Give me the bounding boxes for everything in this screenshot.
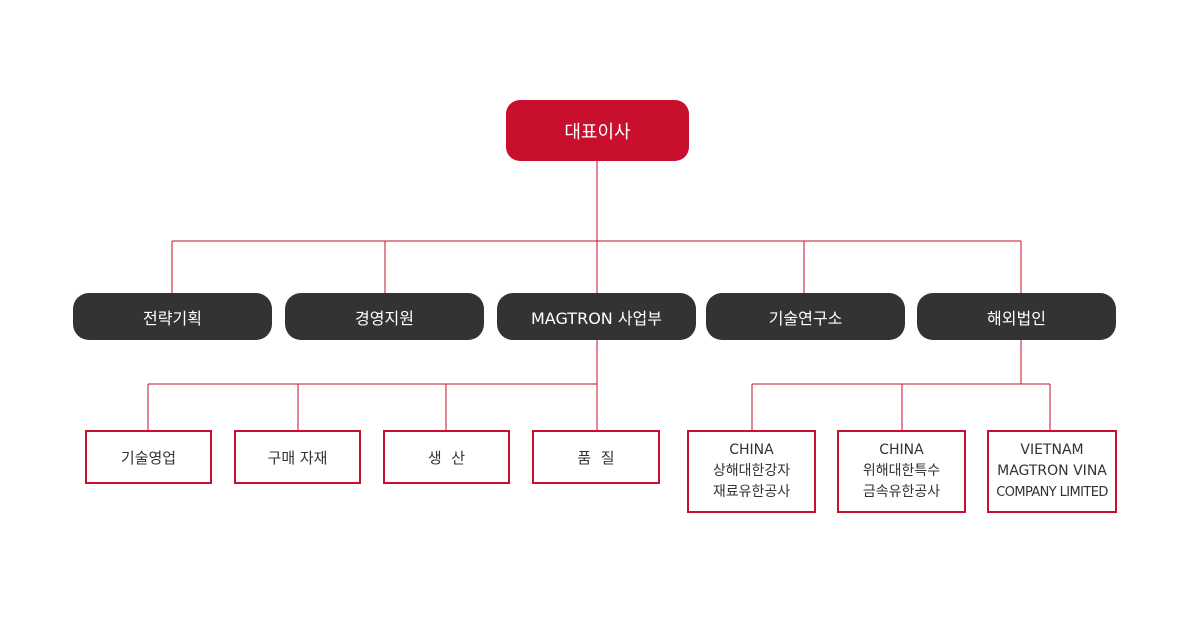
entity-line: 금속유한공사 [862, 484, 941, 500]
dept-label: MAGTRON 사업부 [531, 308, 662, 328]
entity-line: MAGTRON VINA [997, 463, 1107, 479]
entity-line: VIETNAM [1020, 442, 1084, 458]
dept-overseas-subsidiaries: 해외법인 [917, 293, 1116, 340]
entity-line: COMPANY LIMITED [996, 485, 1108, 500]
unit-label: 생 산 [427, 448, 466, 467]
unit-technical-sales: 기술영업 [85, 430, 212, 484]
overseas-china-shanghai: CHINA 상해대한강자 재료유한공사 [687, 430, 816, 513]
entity-line: CHINA [729, 442, 774, 458]
ceo-label: 대표이사 [564, 121, 631, 143]
entity-line: 재료유한공사 [712, 484, 791, 500]
entity-line: CHINA [879, 442, 924, 458]
overseas-china-weihai: CHINA 위해대한특수 금속유한공사 [837, 430, 966, 513]
overseas-vietnam-magtron-vina: VIETNAM MAGTRON VINA COMPANY LIMITED [987, 430, 1117, 513]
dept-label: 경영지원 [355, 308, 414, 328]
entity-line: 상해대한강자 [712, 463, 791, 479]
dept-label: 전략기획 [143, 308, 202, 328]
dept-research-institute: 기술연구소 [706, 293, 905, 340]
entity-line: 위해대한특수 [862, 463, 941, 479]
unit-label: 구매 자재 [267, 448, 328, 467]
dept-strategy-planning: 전략기획 [73, 293, 272, 340]
unit-label: 기술영업 [120, 448, 177, 467]
unit-quality: 품 질 [532, 430, 660, 484]
dept-magtron-division: MAGTRON 사업부 [497, 293, 696, 340]
ceo-node: 대표이사 [506, 100, 689, 161]
unit-label: 품 질 [577, 448, 615, 467]
dept-management-support: 경영지원 [285, 293, 484, 340]
unit-production: 생 산 [383, 430, 510, 484]
unit-purchasing-materials: 구매 자재 [234, 430, 361, 484]
dept-label: 해외법인 [987, 308, 1046, 328]
dept-label: 기술연구소 [768, 308, 843, 328]
